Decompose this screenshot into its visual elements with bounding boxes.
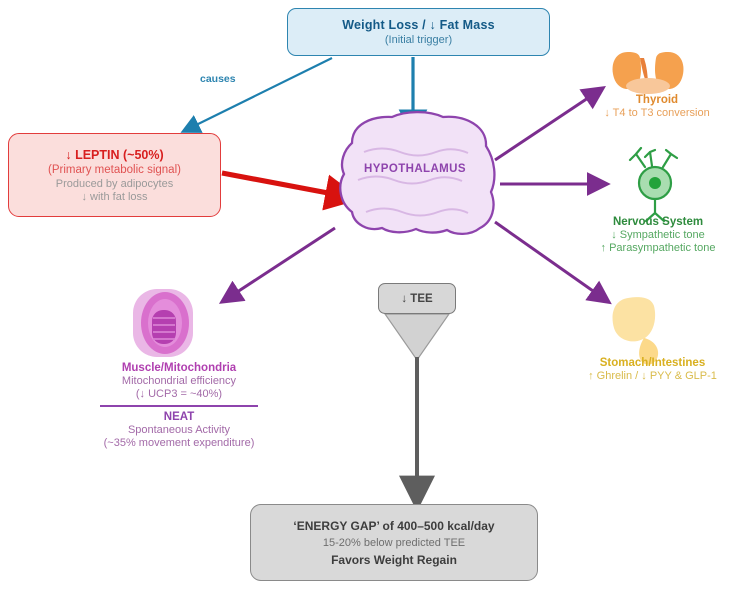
arrow-leptin-to-hypothalamus — [221, 170, 362, 211]
energy-gap-box[interactable]: ‘ENERGY GAP’ of 400–500 kcal/day 15-20% … — [250, 504, 538, 581]
leptin-note-1: Produced by adipocytes — [55, 177, 174, 190]
thyroid-sub: ↓ T4 to T3 conversion — [604, 107, 710, 119]
nervous-system-sub-2: ↑ Parasympathetic tone — [600, 242, 716, 254]
stomach-intestines-sub: ↑ Ghrelin / ↓ PYY & GLP-1 — [588, 370, 717, 382]
thyroid-caption: Thyroid ↓ T4 to T3 conversion — [585, 94, 729, 119]
neat-sub-1: Spontaneous Activity — [127, 423, 231, 436]
weight-loss-title: Weight Loss / ↓ Fat Mass — [342, 18, 495, 32]
neat-sub-2: (~35% movement expenditure) — [103, 436, 255, 449]
arrow-hypothalamus-to-muscle — [218, 226, 336, 304]
leptin-note-2: ↓ with fat loss — [81, 190, 148, 203]
energy-gap-line-2: 15-20% below predicted TEE — [322, 536, 466, 549]
thyroid-title: Thyroid — [635, 94, 679, 106]
hypothalamus-label: HYPOTHALAMUS — [364, 163, 466, 175]
mitochondria-cell-icon — [133, 289, 193, 357]
weight-loss-trigger-box[interactable]: Weight Loss / ↓ Fat Mass (Initial trigge… — [287, 8, 550, 56]
nervous-system-title: Nervous System — [612, 216, 704, 228]
muscle-mitochondria-sub-2: (↓ UCP3 = ~40%) — [135, 388, 223, 400]
hypothalamus-icon — [339, 110, 496, 236]
stomach-intestines-caption: Stomach/Intestines ↑ Ghrelin / ↓ PYY & G… — [576, 357, 729, 382]
edge-label-causes: causes — [200, 73, 236, 85]
neuron-icon — [628, 146, 679, 223]
thyroid-gland-icon — [612, 52, 684, 94]
weight-loss-subtitle: (Initial trigger) — [384, 34, 453, 46]
muscle-mitochondria-sub-1: Mitochondrial efficiency — [121, 375, 237, 387]
energy-gap-line-3: Favors Weight Regain — [331, 552, 457, 567]
stomach-icon — [612, 297, 659, 365]
arrow-weightloss-to-leptin — [180, 57, 333, 133]
nervous-system-caption: Nervous System ↓ Sympathetic tone ↑ Para… — [587, 216, 729, 254]
muscle-mitochondria-title: Muscle/Mitochondria — [121, 362, 237, 374]
leptin-box[interactable]: ↓ LEPTIN (~50%) (Primary metabolic signa… — [8, 133, 221, 217]
muscle-mitochondria-caption: Muscle/Mitochondria Mitochondrial effici… — [84, 362, 274, 449]
arrow-hypothalamus-to-stomach — [494, 220, 612, 305]
neat-divider — [100, 405, 258, 407]
neat-title: NEAT — [163, 410, 195, 423]
tee-funnel — [383, 313, 451, 362]
stomach-intestines-title: Stomach/Intestines — [599, 357, 706, 369]
leptin-title: ↓ LEPTIN (~50%) — [65, 147, 164, 162]
nervous-system-sub-1: ↓ Sympathetic tone — [611, 229, 705, 241]
arrow-hypothalamus-to-thyroid — [494, 86, 606, 162]
tee-box[interactable]: ↓ TEE — [378, 283, 456, 314]
leptin-subtitle: (Primary metabolic signal) — [48, 163, 181, 176]
energy-gap-line-1: ‘ENERGY GAP’ of 400–500 kcal/day — [293, 518, 495, 533]
